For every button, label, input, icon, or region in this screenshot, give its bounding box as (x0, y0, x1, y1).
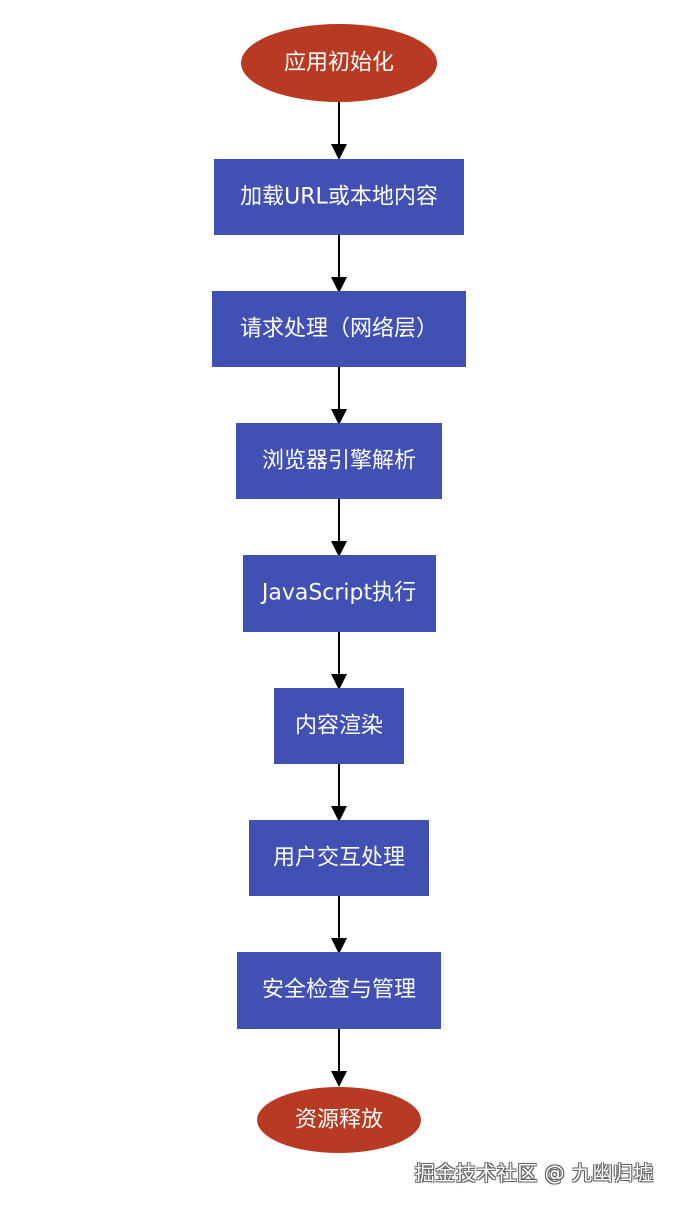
edge-security-release (331, 1029, 347, 1087)
node-render-label: 内容渲染 (295, 714, 383, 739)
edge-load-request (331, 235, 347, 293)
edge-start-load (331, 102, 347, 160)
node-interact-label: 用户交互处理 (273, 846, 405, 871)
node-js: JavaScript执行 (243, 555, 436, 632)
node-interact: 用户交互处理 (249, 820, 429, 896)
node-security: 安全检查与管理 (237, 952, 441, 1029)
node-release-label: 资源释放 (295, 1108, 383, 1133)
edge-request-parse (331, 367, 347, 425)
node-release: 资源释放 (257, 1087, 421, 1153)
edge-interact-security (331, 896, 347, 954)
node-security-label: 安全检查与管理 (262, 978, 416, 1003)
node-render: 内容渲染 (274, 688, 404, 764)
node-start: 应用初始化 (241, 24, 437, 102)
node-load-label: 加载URL或本地内容 (240, 185, 438, 210)
node-parse: 浏览器引擎解析 (236, 423, 442, 499)
node-request: 请求处理（网络层） (212, 291, 466, 367)
node-js-label: JavaScript执行 (260, 581, 416, 606)
node-parse-label: 浏览器引擎解析 (262, 449, 416, 474)
edge-render-interact (331, 764, 347, 822)
edge-parse-js (331, 499, 347, 557)
node-request-label: 请求处理（网络层） (240, 317, 438, 342)
node-start-label: 应用初始化 (284, 51, 394, 76)
edge-js-render (331, 632, 347, 690)
node-load: 加载URL或本地内容 (214, 159, 464, 235)
watermark: 掘金技术社区 @ 九幽归墟 (414, 1161, 654, 1185)
